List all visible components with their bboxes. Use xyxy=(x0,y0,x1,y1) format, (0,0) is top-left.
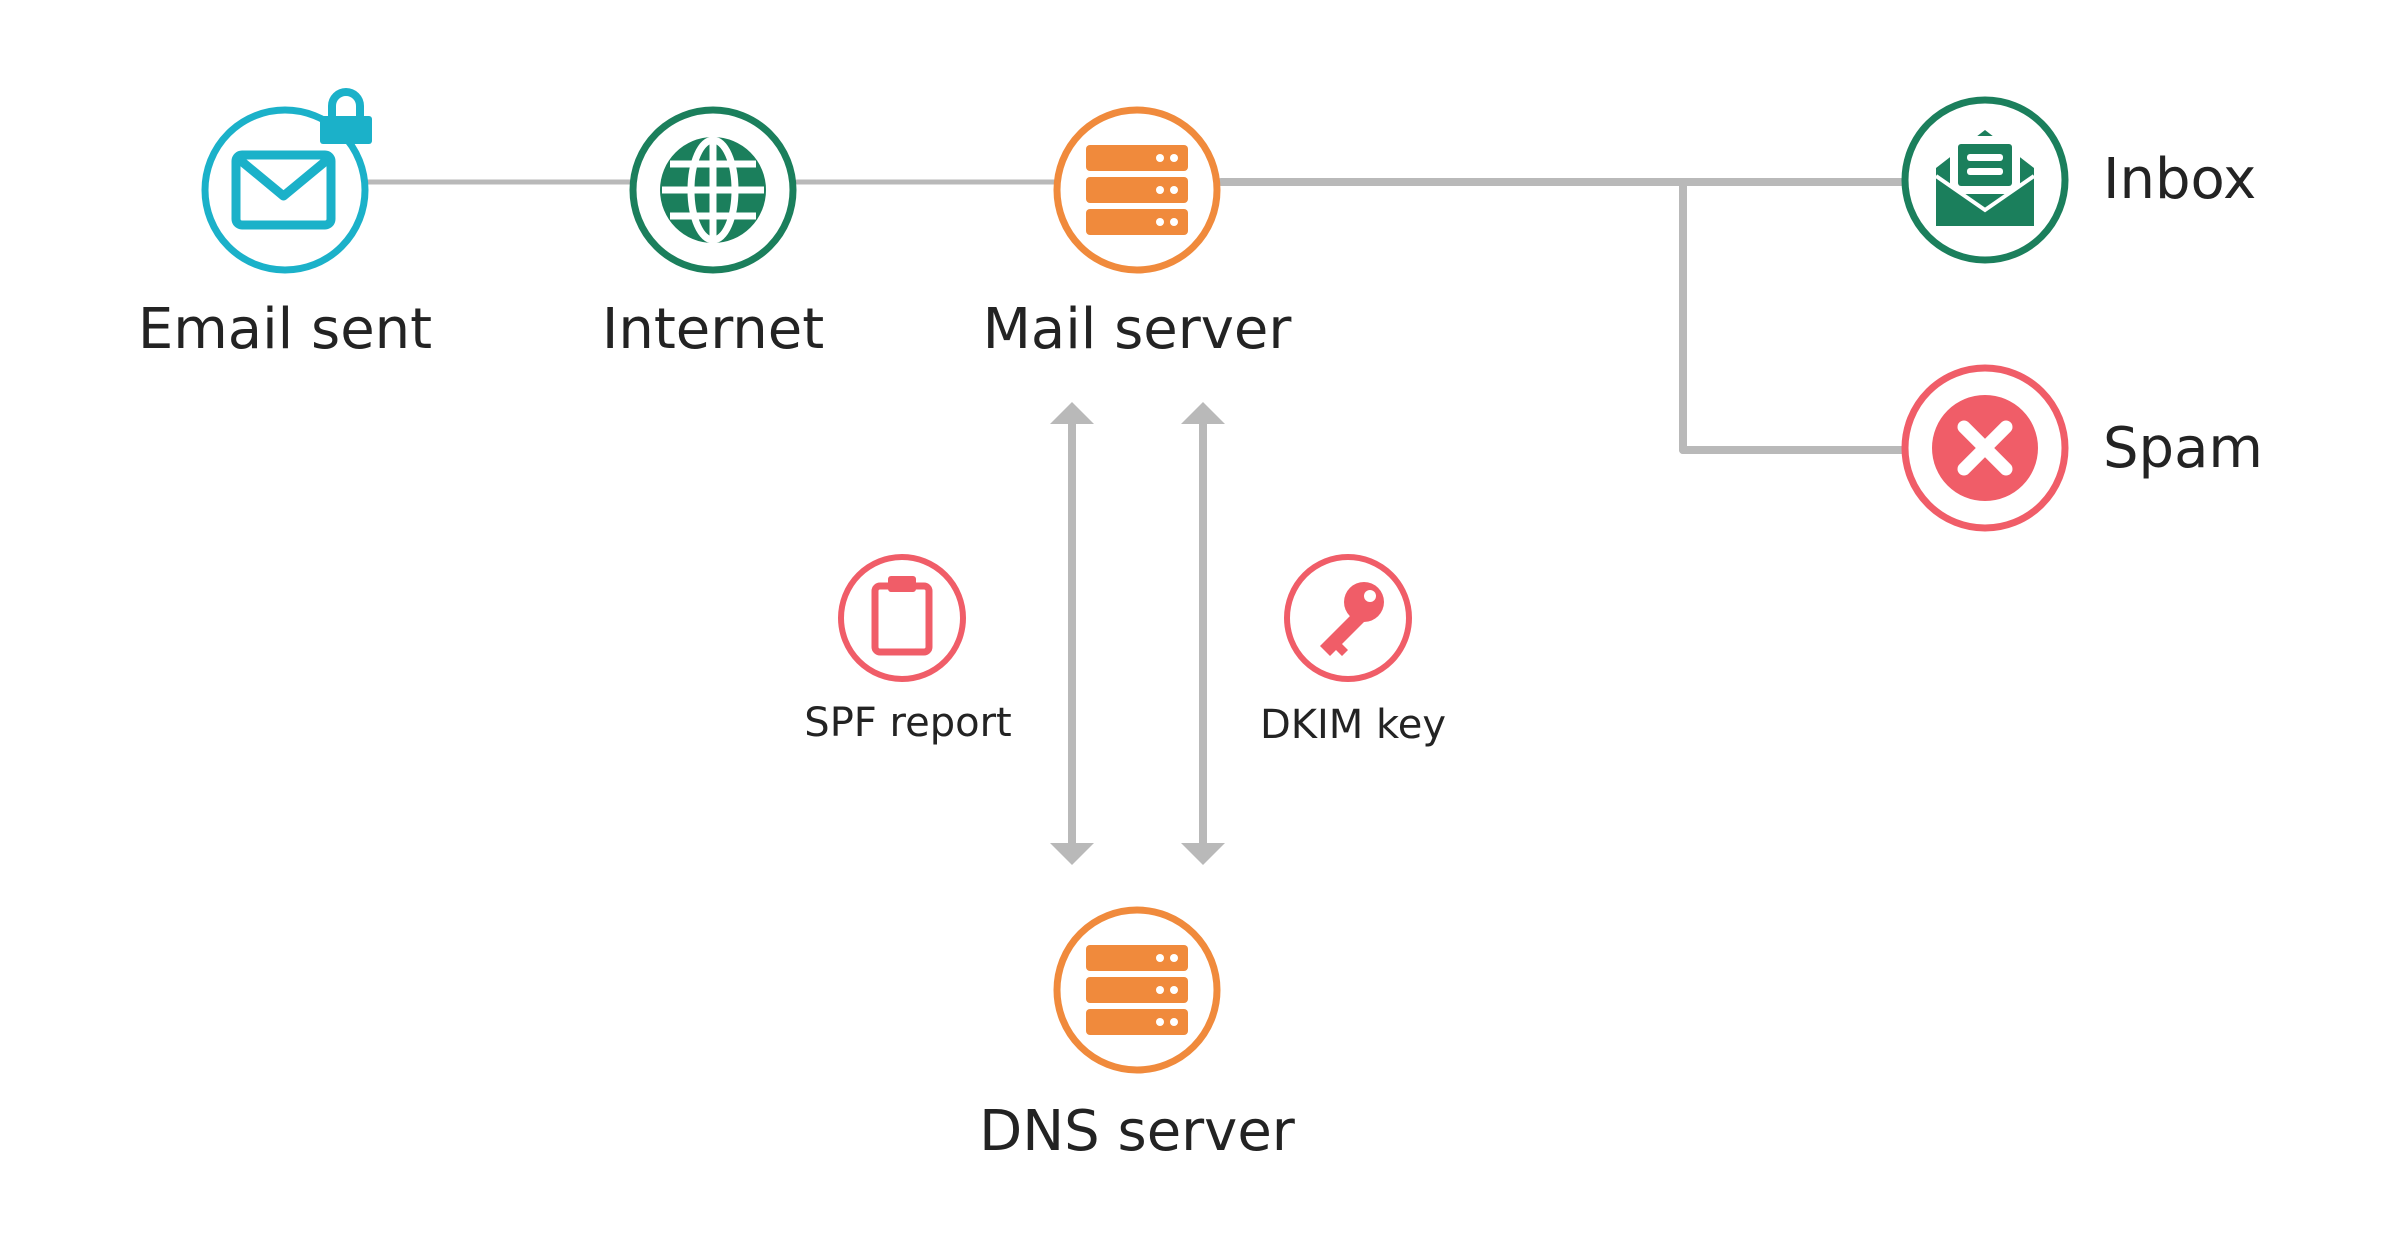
globe-icon xyxy=(660,136,766,244)
check-spf-report: SPF report xyxy=(804,554,1012,746)
email-sent-label: Email sent xyxy=(138,297,432,362)
spam-label: Spam xyxy=(2103,416,2263,481)
server-icon xyxy=(1086,145,1188,235)
dkim-arrow-top-head xyxy=(1181,402,1225,424)
node-inbox: Inbox xyxy=(1901,96,2256,264)
mail-server-label: Mail server xyxy=(983,297,1293,362)
lock-icon xyxy=(320,88,372,144)
open-envelope-icon xyxy=(1934,130,2036,226)
x-circle-icon xyxy=(1932,395,2038,501)
dkim-arrow-bottom-head xyxy=(1181,843,1225,865)
server-icon xyxy=(1086,945,1188,1035)
check-dkim-key: DKIM key xyxy=(1260,554,1446,748)
spf-report-label: SPF report xyxy=(804,700,1011,746)
spf-arrow-bottom-head xyxy=(1050,843,1094,865)
dns-server-label: DNS server xyxy=(979,1099,1296,1164)
inbox-label: Inbox xyxy=(2103,147,2256,212)
spf-arrow-top-head xyxy=(1050,402,1094,424)
internet-label: Internet xyxy=(602,297,824,362)
dkim-arrow xyxy=(1181,402,1225,865)
node-dns-server: DNS server xyxy=(979,906,1296,1164)
node-internet: Internet xyxy=(602,106,824,362)
connectors xyxy=(365,178,1906,454)
envelope-icon xyxy=(231,150,336,230)
dkim-key-label: DKIM key xyxy=(1260,702,1446,748)
clipboard-icon xyxy=(871,576,933,656)
node-email-sent: Email sent xyxy=(138,88,432,362)
node-spam: Spam xyxy=(1901,364,2263,532)
spf-arrow xyxy=(1050,402,1094,865)
key-icon xyxy=(1320,582,1384,656)
node-mail-server: Mail server xyxy=(983,106,1293,362)
